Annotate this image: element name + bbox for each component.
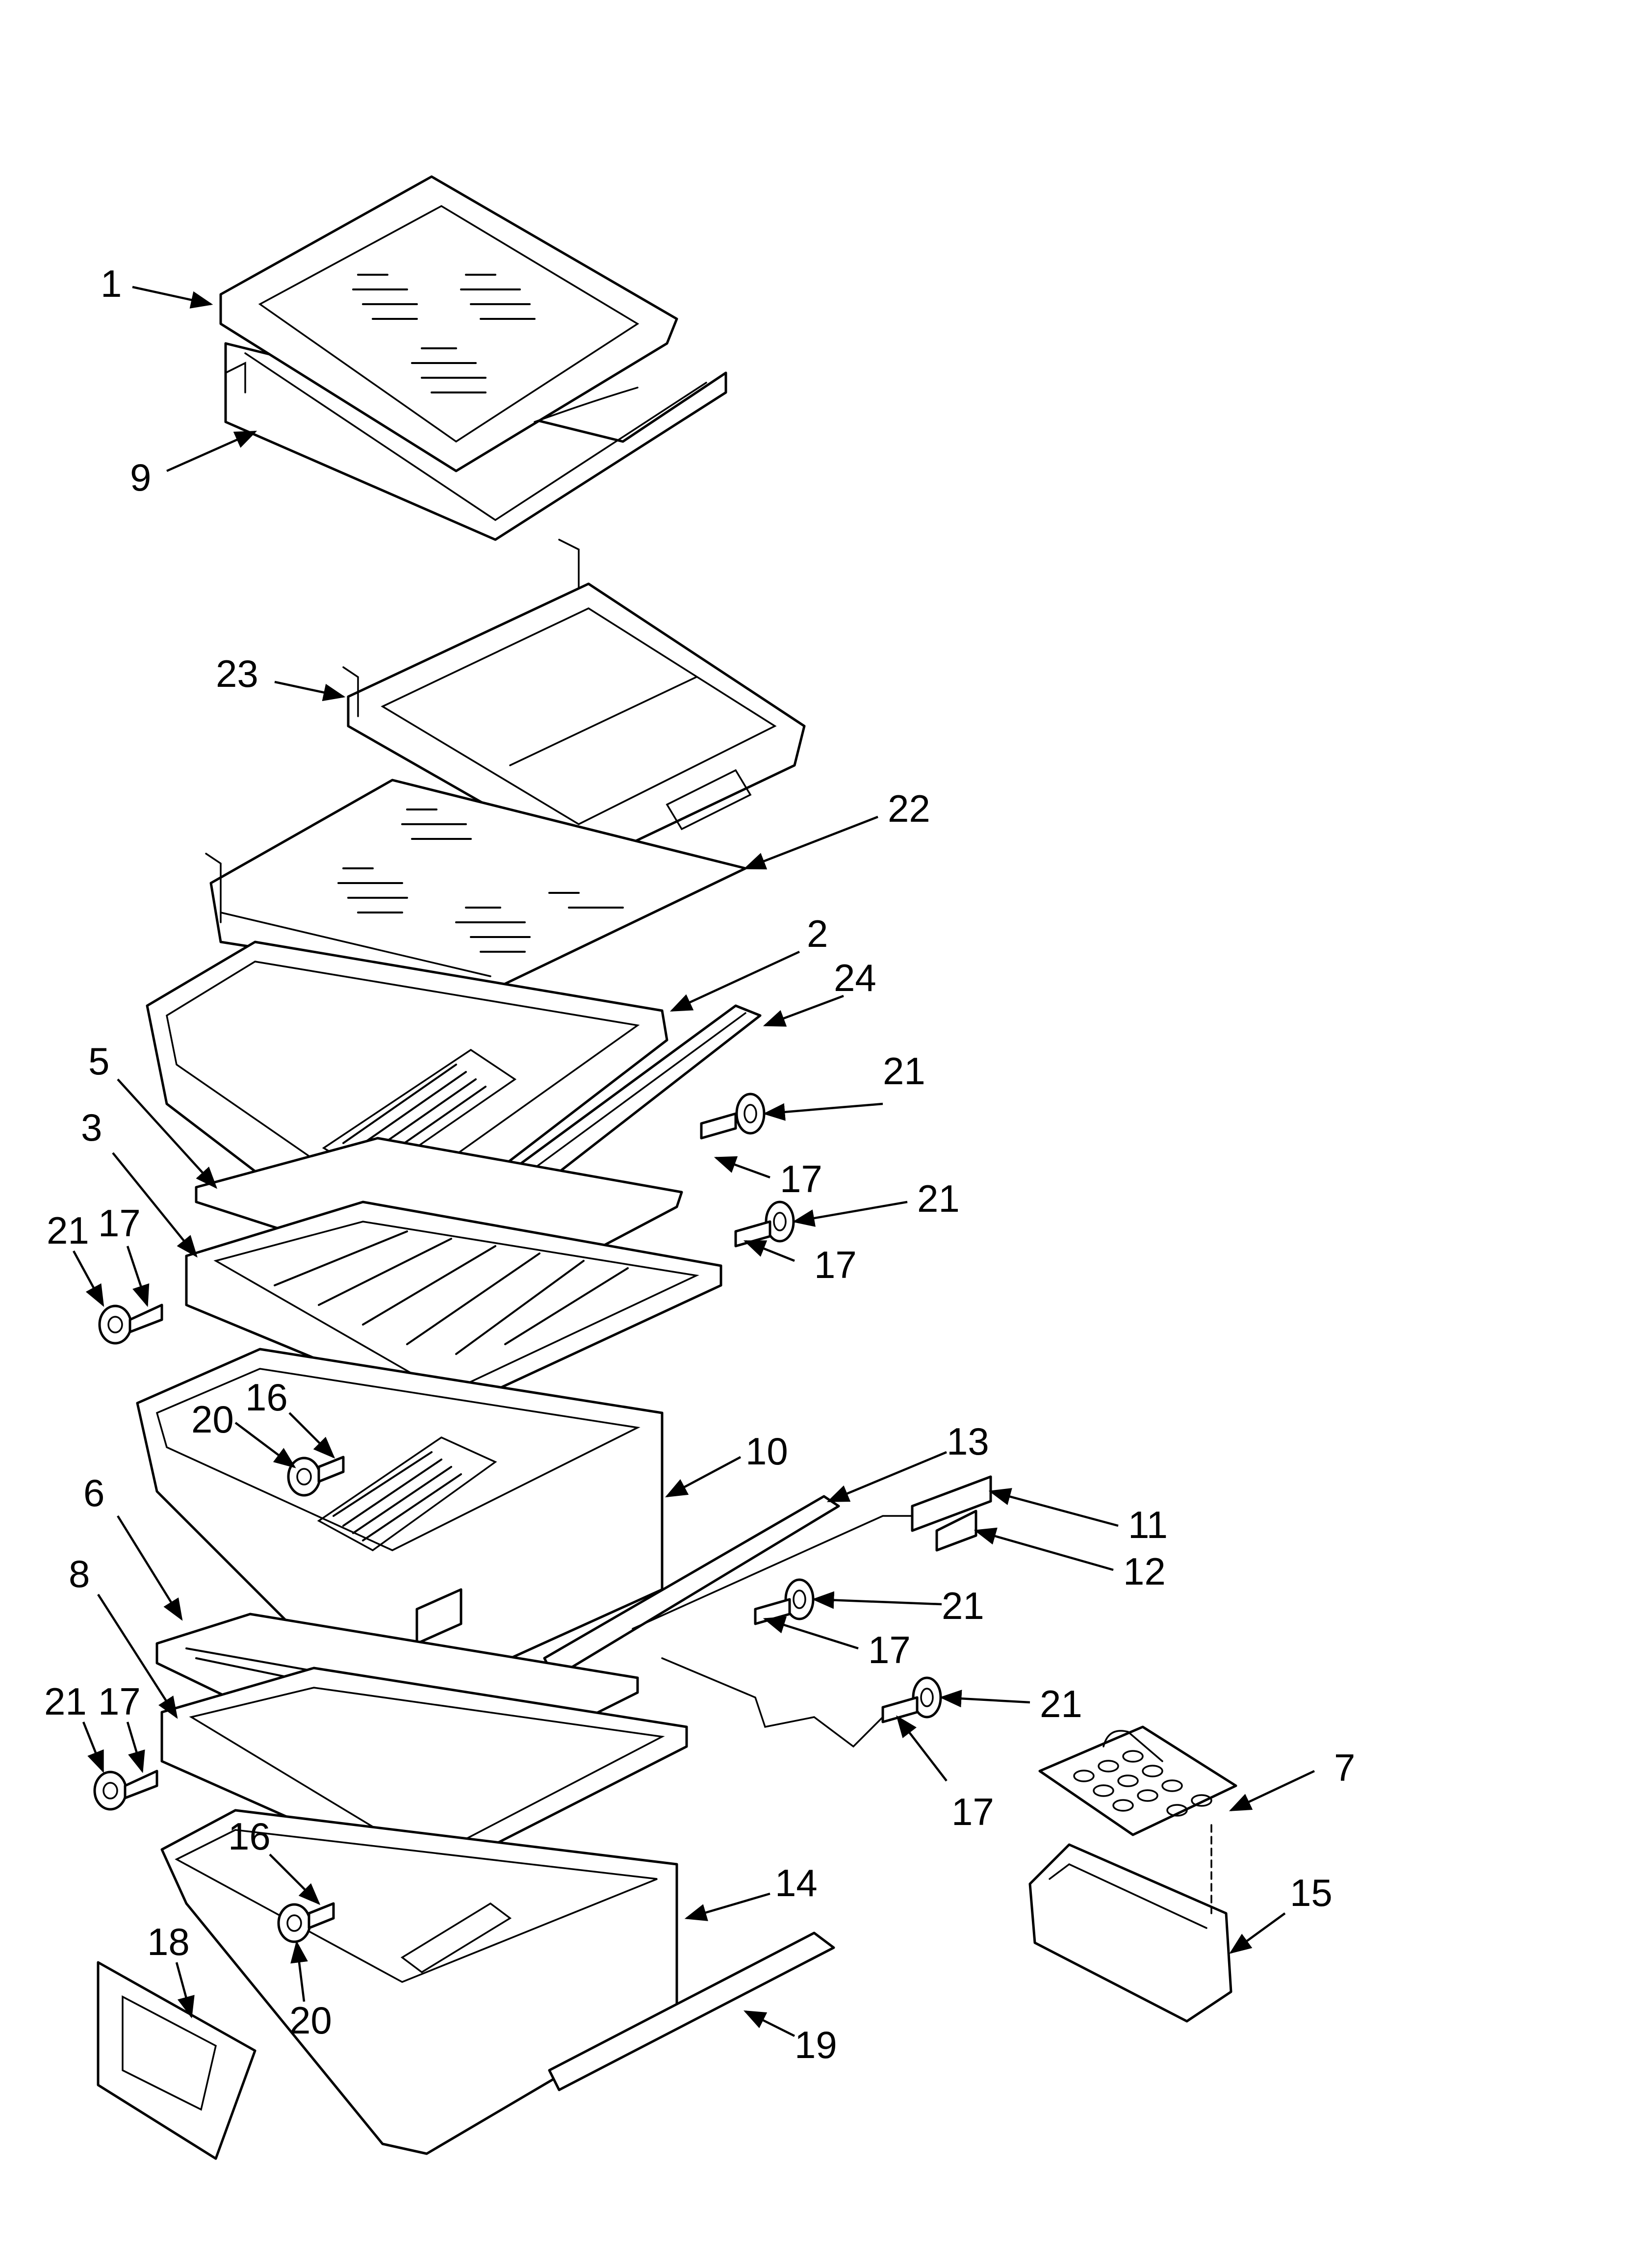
part-19-meat-drawer-trim [548,1931,835,2091]
callout-16a: 16 [245,1376,288,1419]
hardware-roller-21c [98,1304,132,1345]
hardware-wheel-20b [277,1903,311,1943]
callout-24: 24 [834,956,876,999]
callout-3: 3 [81,1106,102,1149]
part-18-label-holder [97,1961,257,2160]
leader-21f [82,1721,104,1773]
leader-17f [126,1721,145,1773]
leader-21d [812,1591,942,1609]
leader-11 [988,1488,1119,1527]
callout-12: 12 [1123,1550,1166,1593]
hardware-pin-16b [308,1902,335,1929]
hardware-wheel-20a [287,1457,321,1497]
leader-20a [234,1422,296,1468]
leader-17e [896,1715,948,1782]
callout-20a: 20 [191,1398,234,1441]
part-10-lower-crisper-drawer [136,1348,664,1709]
hardware-pin-16a [317,1456,345,1483]
callout-23: 23 [216,652,258,695]
leader-20b [290,1940,308,2002]
callout-21b: 21 [917,1177,960,1220]
part-23-cover-frame [342,539,806,865]
callout-16b: 16 [228,1815,271,1858]
callout-21f: 21 [44,1680,87,1723]
part-1-glass-shelf [219,175,678,472]
leader-16b [269,1853,321,1905]
callout-19: 19 [795,2023,837,2066]
leader-21c [73,1250,104,1307]
part-22-cover-glass [205,779,747,988]
callout-17f: 17 [98,1680,141,1723]
callout-labels: 1 9 23 22 2 24 21 5 17 3 21 21 17 17 16 … [44,262,1355,2066]
leader-21a [763,1102,883,1121]
part-15-egg-bin [1028,1824,1232,2023]
leader-lines [73,286,1315,2037]
leader-8 [97,1593,178,1719]
leader-15 [1229,1912,1286,1954]
callout-11: 11 [1128,1503,1168,1546]
leader-17d [763,1616,859,1650]
leader-14 [684,1892,770,1921]
leader-22 [743,815,878,870]
callout-17e: 17 [951,1790,994,1833]
callout-6: 6 [83,1471,104,1514]
callout-17c: 17 [814,1243,857,1286]
callout-10: 10 [745,1430,788,1473]
callout-21d: 21 [942,1584,984,1627]
callout-21e: 21 [1040,1682,1082,1725]
callout-18: 18 [147,1920,190,1963]
hardware-screw-17c [128,1303,163,1333]
callout-14: 14 [775,1861,818,1904]
hardware-screw-17f [124,1770,158,1799]
leader-5 [117,1078,218,1189]
callout-22: 22 [888,787,930,830]
callout-9: 9 [130,456,151,499]
callout-7: 7 [1334,1746,1355,1789]
part-8-lower-crisper-frame [160,1667,688,1880]
hardware-roller-21f [93,1771,128,1811]
leader-13 [826,1451,947,1503]
leader-1 [132,286,213,309]
callout-17a: 17 [780,1157,822,1200]
callout-17d: 17 [868,1628,911,1671]
callout-5: 5 [88,1040,109,1083]
hardware-screw-17a [700,1112,737,1140]
leader-12 [974,1527,1114,1571]
leader-9 [166,430,257,472]
leader-21e [939,1690,1030,1708]
part-7-egg-tray-lid [1038,1725,1237,1836]
callout-8: 8 [69,1552,90,1595]
hardware-screw-17e [881,1696,919,1723]
leader-3 [112,1152,198,1258]
callout-15: 15 [1290,1871,1333,1914]
slide-rail-lower [661,1657,884,1748]
leader-10 [665,1456,742,1498]
callout-17b: 17 [98,1201,141,1245]
hardware-screw-17b [734,1220,771,1248]
leader-7 [1229,1770,1315,1812]
leader-17a [714,1156,770,1179]
leader-19 [743,2010,795,2037]
leader-17c [743,1240,795,1262]
part-14-meat-drawer [160,1809,678,2155]
leader-21b [792,1200,908,1227]
callout-20b: 20 [289,1999,332,2042]
leader-16a [288,1412,335,1459]
hardware-roller-21a [735,1093,766,1135]
leader-23 [274,680,346,702]
leader-17b [126,1246,150,1307]
callout-2: 2 [807,912,828,955]
leader-24 [763,994,844,1027]
leader-2 [669,950,800,1012]
callout-13: 13 [947,1420,989,1463]
callout-1: 1 [101,262,122,305]
callout-21a: 21 [883,1049,925,1093]
callout-21c: 21 [47,1209,89,1252]
leader-18 [175,1962,195,2019]
leader-6 [117,1515,183,1621]
